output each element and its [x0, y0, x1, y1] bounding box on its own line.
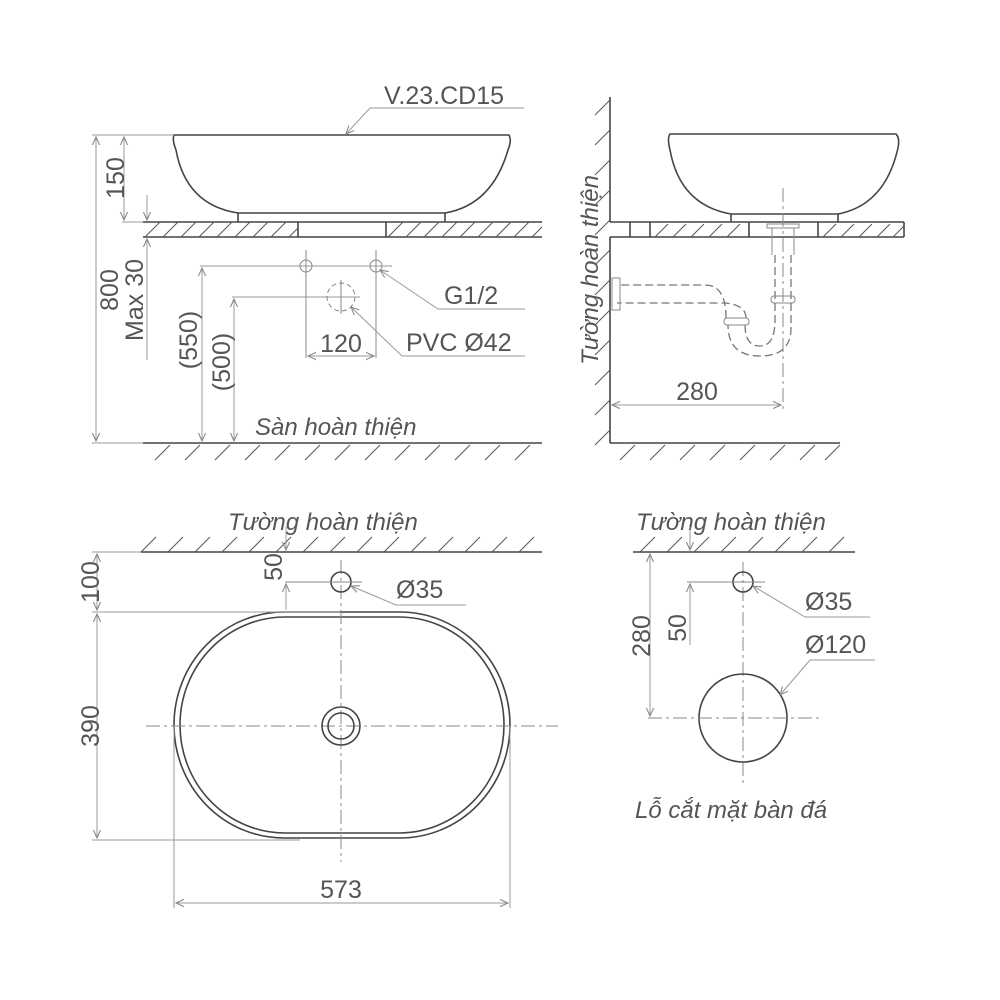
dim-tap-offset-plan: 50 [260, 553, 288, 581]
wall-side [594, 97, 611, 446]
dim-trap-offset: 280 [676, 378, 718, 406]
side-view: Tường hoàn thiện [577, 97, 905, 461]
dim-bowl-height: 150 [102, 157, 130, 199]
tap-hole-label-cutout: Ø35 [805, 588, 852, 616]
basin-outline-plan [173, 611, 511, 839]
basin-bowl-front [172, 134, 512, 214]
cutout-title: Lỗ cắt mặt bàn đá [635, 796, 827, 824]
p-trap [611, 188, 800, 410]
dim-depth: 390 [77, 705, 105, 747]
countertop-side [610, 221, 905, 238]
front-view: 800 150 Max 30 (550) (500) 120 [92, 82, 543, 461]
dim-tap-offset-cutout: 50 [664, 614, 692, 642]
drain-plan [321, 706, 361, 746]
floor-label: Sàn hoàn thiện [255, 414, 416, 441]
model-code-label: V.23.CD15 [384, 82, 504, 110]
dim-supply-height: (550) [175, 311, 203, 369]
drain-outlet [326, 280, 356, 314]
supply-label: G1/2 [444, 282, 498, 310]
tap-hole-label-plan: Ø35 [396, 576, 443, 604]
wall-label-cutout: Tường hoàn thiện [636, 509, 826, 536]
cutout-view: Tường hoàn thiện 280 50 Ø35 Ø120 Lỗ cắt … [628, 509, 875, 824]
dim-supply-spacing: 120 [320, 330, 362, 358]
supply-inlets [299, 250, 383, 358]
floor-line [143, 442, 542, 461]
wall-label-side: Tường hoàn thiện [577, 175, 604, 365]
dim-drain-height: (500) [208, 333, 236, 391]
dim-wall-clearance: 100 [77, 561, 105, 603]
dim-countertop-thickness: Max 30 [121, 259, 149, 341]
dim-drain-offset-cutout: 280 [628, 615, 656, 657]
countertop-front [143, 221, 543, 238]
dim-total-height: 800 [96, 269, 124, 311]
dim-width: 573 [320, 876, 362, 904]
basin-bowl-side [667, 133, 900, 215]
drain-hole-label-cutout: Ø120 [805, 631, 866, 659]
drain-label: PVC Ø42 [406, 329, 512, 357]
wall-label-plan: Tường hoàn thiện [228, 509, 418, 536]
plan-view: Tường hoàn thiện 100 390 [77, 509, 558, 908]
